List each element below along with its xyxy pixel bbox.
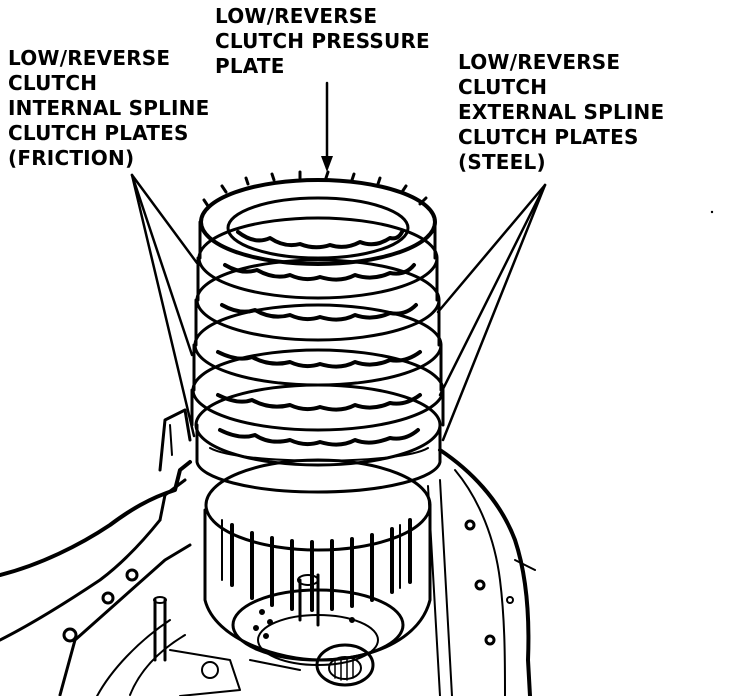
friction-leader-3 (130, 173, 196, 438)
clutch-hub (203, 458, 432, 687)
label-line: LOW/REVERSE (215, 4, 378, 28)
transmission-case (0, 408, 536, 696)
label-line: CLUTCH PRESSURE (215, 29, 430, 53)
steel-leader-2 (438, 183, 547, 397)
friction-leader-1 (130, 173, 199, 265)
valve-parts (153, 596, 301, 696)
label-line: EXTERNAL SPLINE (458, 100, 665, 124)
steel-leader-1 (436, 183, 547, 314)
label-line: PLATE (215, 54, 285, 78)
pressure-plate-arrowhead (321, 156, 333, 172)
label-line: CLUTCH PLATES (458, 125, 639, 149)
label-steel-plates: LOW/REVERSE CLUTCH EXTERNAL SPLINE CLUTC… (458, 50, 664, 175)
leader-lines (130, 81, 547, 442)
clutch-pack (190, 170, 445, 494)
label-line: (STEEL) (458, 150, 546, 174)
steel-leader-3 (441, 183, 547, 442)
label-line: (FRICTION) (8, 146, 135, 170)
label-friction-plates: LOW/REVERSE CLUTCH INTERNAL SPLINE CLUTC… (8, 46, 209, 171)
label-line: CLUTCH PLATES (8, 121, 189, 145)
label-line: LOW/REVERSE (458, 50, 621, 74)
label-line: CLUTCH (8, 71, 98, 95)
label-line: LOW/REVERSE (8, 46, 171, 70)
label-line: INTERNAL SPLINE (8, 96, 210, 120)
label-pressure-plate: LOW/REVERSE CLUTCH PRESSURE PLATE (215, 4, 430, 79)
label-line: CLUTCH (458, 75, 548, 99)
friction-leader-2 (130, 173, 194, 357)
